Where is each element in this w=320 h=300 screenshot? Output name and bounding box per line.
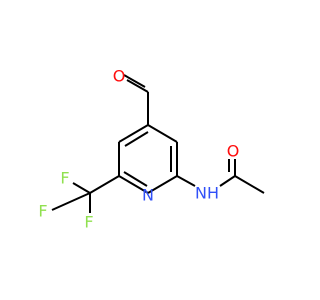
- bond-nh-co: [219, 175, 236, 187]
- atom-fluorine-left: F: [38, 202, 47, 221]
- atom-ring-nitrogen: N: [142, 186, 154, 205]
- bond-n1-c6: [118, 175, 149, 194]
- bond-n1-c6-inner: [123, 171, 148, 187]
- structure-diagram: O O N NH F F F: [38, 67, 265, 232]
- bond-c4-c3: [147, 124, 178, 143]
- bond-cf3-f-left: [51, 192, 91, 211]
- bond-co-methyl: [234, 175, 265, 194]
- atom-fluorine-top: F: [60, 169, 69, 188]
- bond-c6-cf3: [89, 175, 120, 194]
- bond-c5-c4: [118, 124, 149, 143]
- atom-amide-nitrogen: NH: [195, 184, 219, 203]
- bond-c5-c4-inner: [124, 131, 149, 147]
- bond-c2-nh: [176, 175, 196, 187]
- bond-c2-n1: [147, 175, 178, 194]
- atom-amide-oxygen: O: [227, 142, 240, 161]
- atom-aldehyde-oxygen: O: [113, 67, 126, 86]
- molecule-drawing: O O N NH F F F: [38, 67, 265, 232]
- atom-fluorine-bottom: F: [84, 213, 93, 232]
- bond-cho-o: [126, 79, 149, 93]
- bond-cho-o-second: [123, 74, 146, 88]
- bond-cf3-f-top: [72, 182, 91, 194]
